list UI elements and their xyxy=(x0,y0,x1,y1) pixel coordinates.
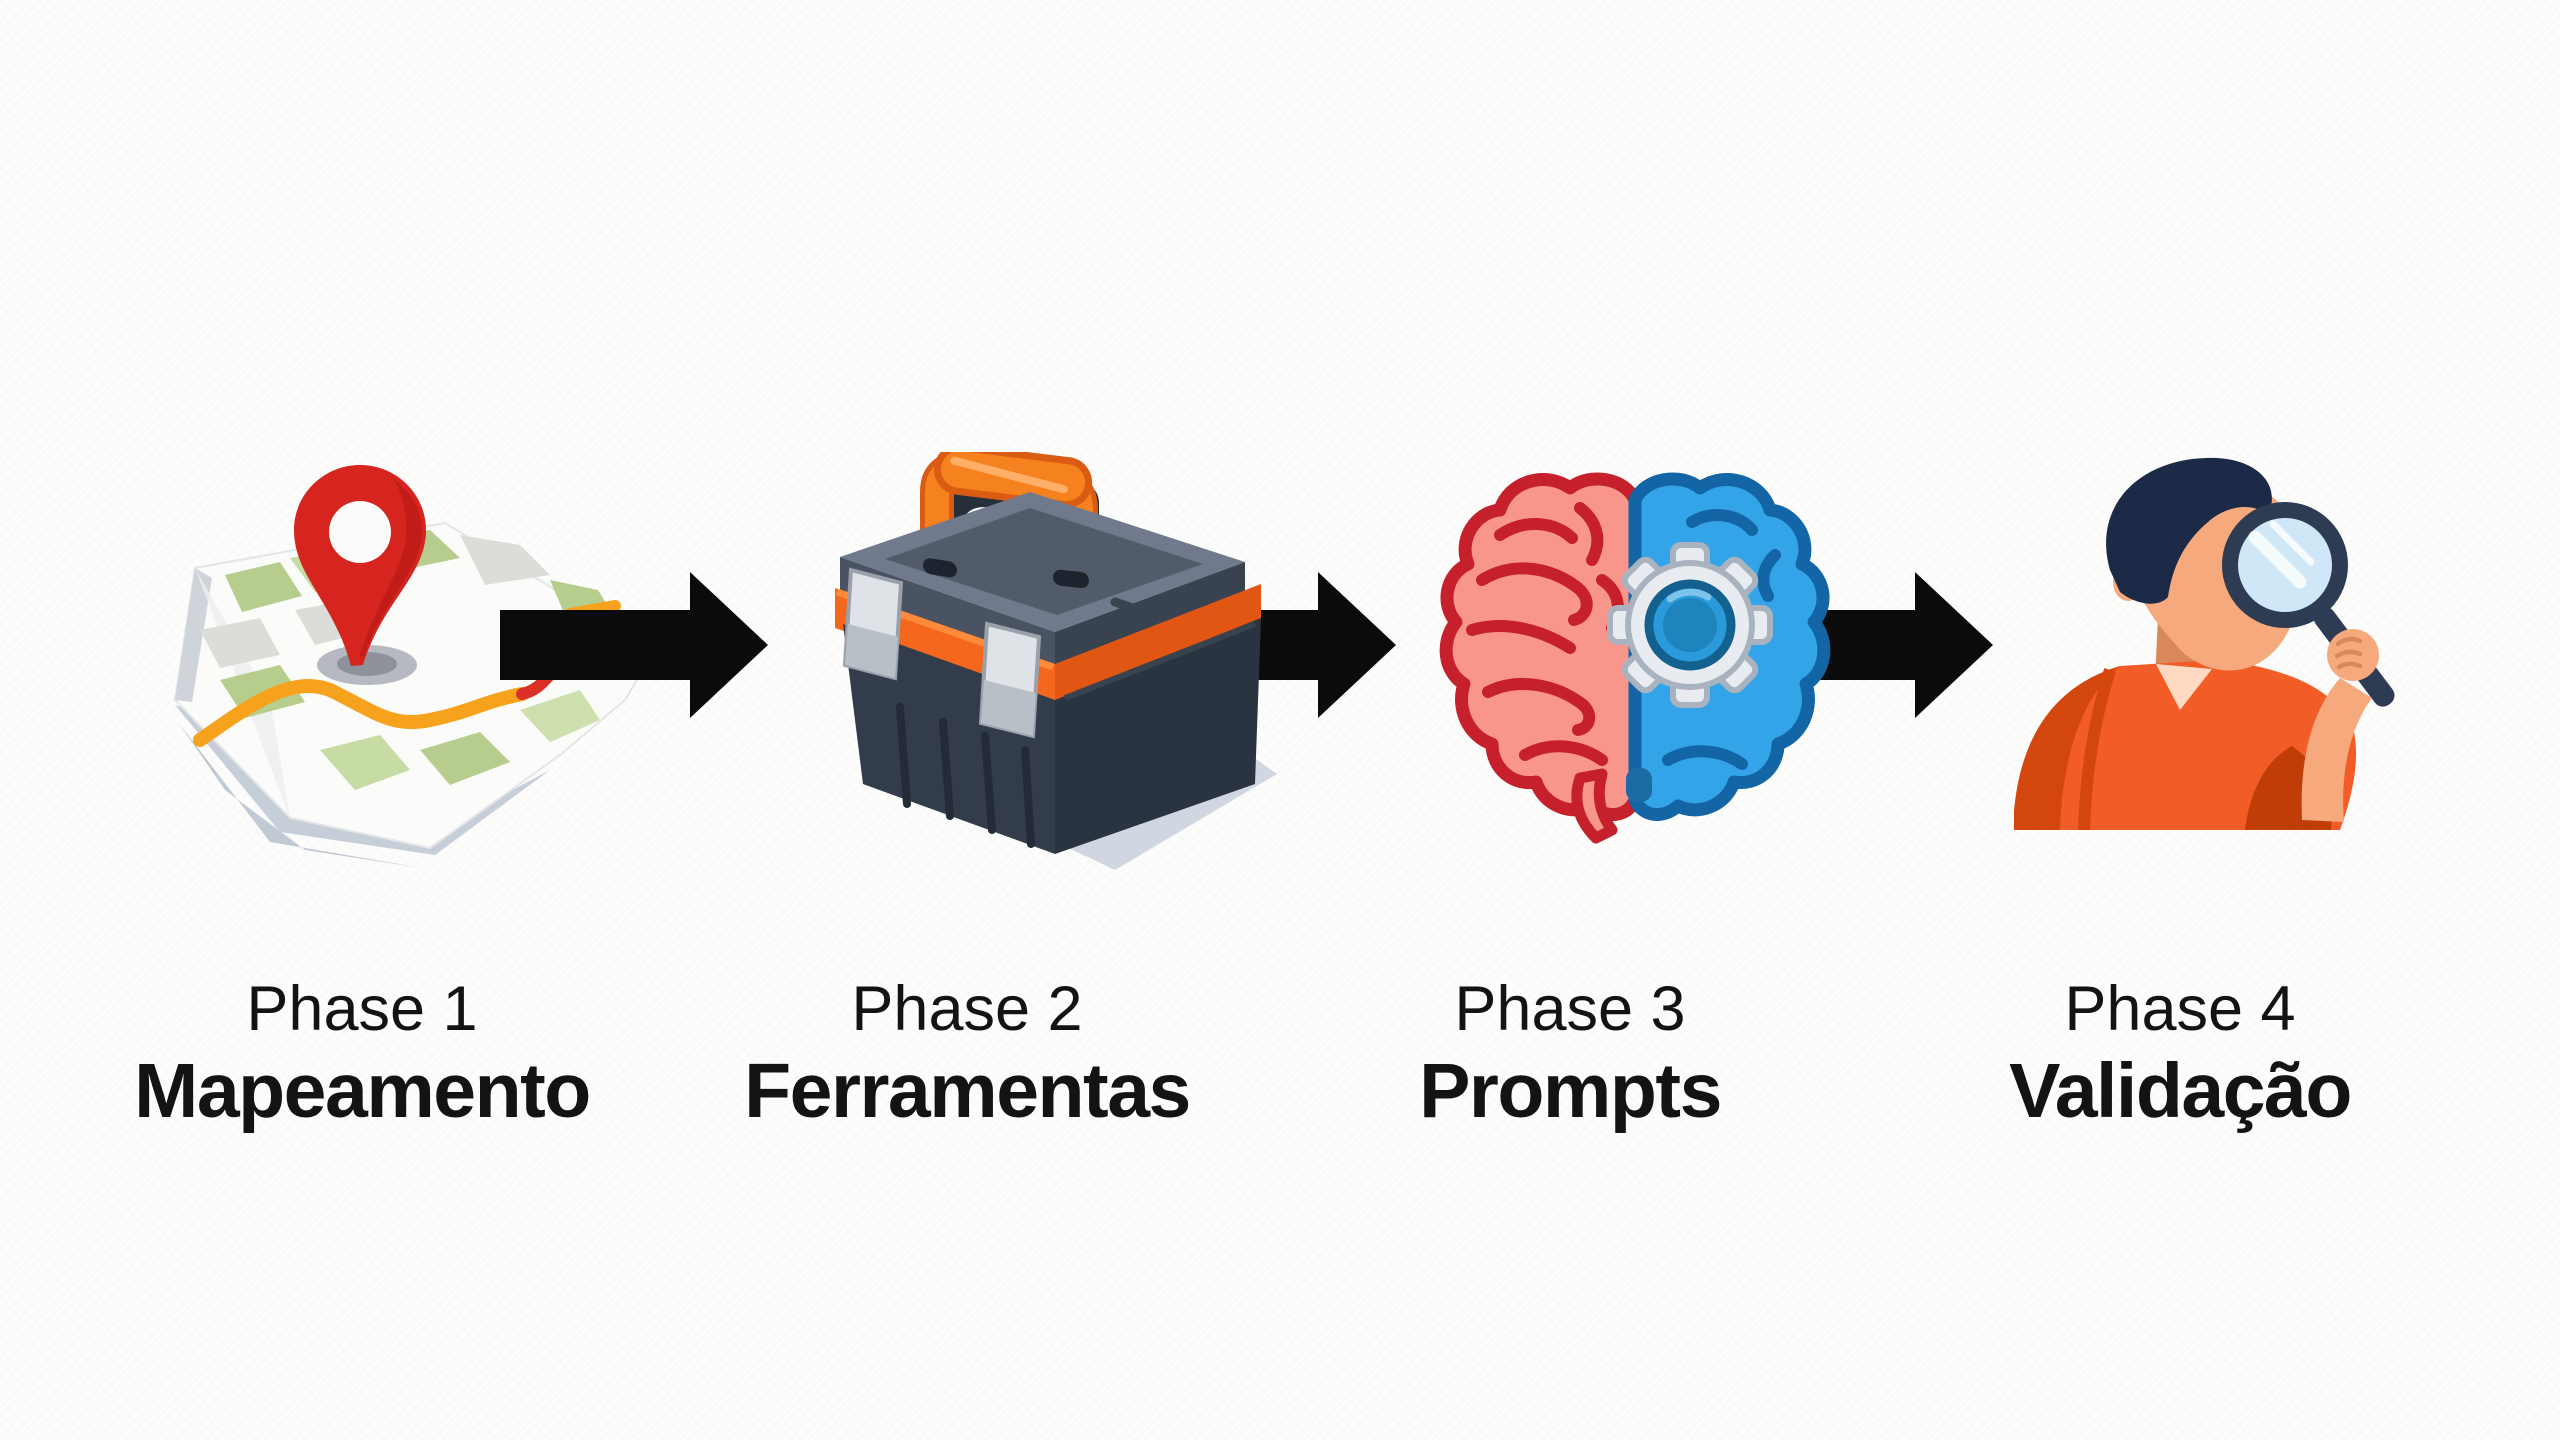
phase-name: Mapeamento xyxy=(134,1048,591,1134)
phase-4-labels: Phase 4 Validação xyxy=(1920,972,2440,1136)
phase-1-labels: Phase 1 Mapeamento xyxy=(102,972,622,1136)
phase-label: Phase 3 xyxy=(1454,974,1686,1044)
arrow-right-icon xyxy=(500,572,768,718)
phase-3-labels: Phase 3 Prompts xyxy=(1310,972,1830,1136)
phase-name: Prompts xyxy=(1419,1048,1722,1134)
gear-icon xyxy=(1607,542,1773,708)
toolbox-icon xyxy=(815,452,1285,872)
toolbox-latch xyxy=(842,567,904,681)
phase-name: Ferramentas xyxy=(744,1048,1191,1134)
toolbox-latch xyxy=(978,621,1042,739)
brain-gear-icon xyxy=(1430,460,1840,845)
phase-2-labels: Phase 2 Ferramentas xyxy=(707,972,1227,1136)
arrow-right-icon xyxy=(1128,572,1396,718)
phase-label: Phase 1 xyxy=(246,974,478,1044)
phase-name: Validação xyxy=(2009,1048,2352,1134)
person-magnifier-icon xyxy=(2010,452,2470,830)
arrow-right-icon xyxy=(1725,572,1993,718)
map-location-pin-icon xyxy=(130,450,670,880)
phase-label: Phase 2 xyxy=(851,974,1083,1044)
phase-label: Phase 4 xyxy=(2064,974,2296,1044)
location-pin xyxy=(294,465,426,666)
